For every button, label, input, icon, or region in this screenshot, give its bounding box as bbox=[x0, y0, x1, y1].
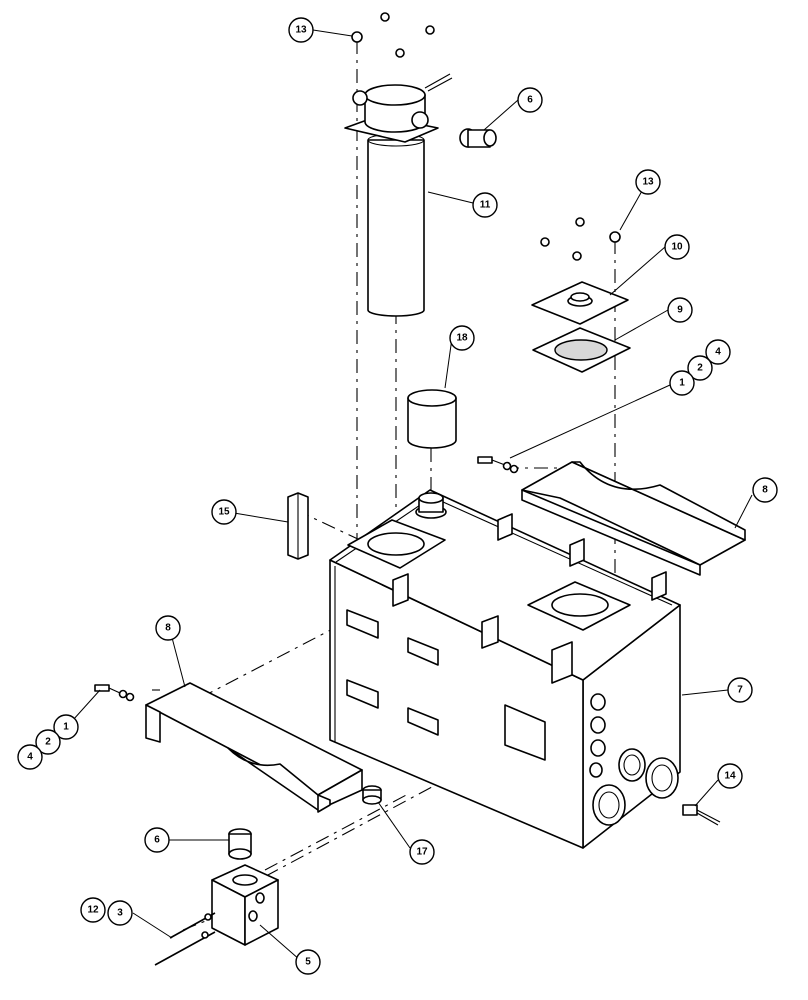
callout-label: 2 bbox=[697, 363, 703, 374]
callout-6-top: 6 bbox=[517, 87, 543, 113]
callout-label: 11 bbox=[480, 200, 491, 211]
callout-label: 1 bbox=[63, 722, 69, 733]
callout-7: 7 bbox=[727, 677, 753, 703]
callout-5: 5 bbox=[295, 949, 321, 975]
callout-17: 17 bbox=[409, 839, 435, 865]
callout-label: 3 bbox=[117, 908, 123, 919]
bolt-washer-set-upper bbox=[477, 456, 519, 474]
callout-18: 18 bbox=[449, 325, 475, 351]
callout-14: 14 bbox=[717, 763, 743, 789]
callout-1-top: 1 bbox=[669, 370, 695, 396]
fitting-lower bbox=[228, 828, 252, 860]
callout-11: 11 bbox=[472, 192, 498, 218]
manifold-bolts bbox=[154, 912, 216, 966]
manifold-block bbox=[211, 864, 279, 946]
callout-2-left: 2 bbox=[35, 729, 61, 755]
callout-label: 8 bbox=[165, 623, 171, 634]
callout-10: 10 bbox=[664, 234, 690, 260]
callout-4-left: 4 bbox=[17, 744, 43, 770]
callout-15: 15 bbox=[211, 499, 237, 525]
drain-plug bbox=[362, 785, 382, 805]
callout-label: 18 bbox=[456, 333, 468, 344]
callout-4-top: 4 bbox=[705, 339, 731, 365]
callout-6-lower: 6 bbox=[144, 827, 170, 853]
callout-label: 8 bbox=[762, 485, 768, 496]
callout-label: 12 bbox=[87, 905, 99, 916]
tank-mounting-tabs bbox=[346, 609, 439, 736]
callout-label: 6 bbox=[154, 835, 160, 846]
callout-label: 14 bbox=[724, 771, 736, 782]
elbow-fitting-top bbox=[459, 128, 497, 148]
cover-nuts bbox=[540, 217, 621, 261]
callout-label: 2 bbox=[45, 737, 51, 748]
callout-12: 12 bbox=[80, 897, 106, 923]
callout-label: 6 bbox=[527, 95, 533, 106]
callout-label: 13 bbox=[642, 177, 654, 188]
callout-2-top: 2 bbox=[687, 355, 713, 381]
temperature-sensor bbox=[682, 804, 721, 826]
reservoir-tank bbox=[329, 489, 681, 849]
callout-13-right: 13 bbox=[635, 169, 661, 195]
callout-3: 3 bbox=[107, 900, 133, 926]
callout-label: 15 bbox=[218, 507, 230, 518]
callout-label: 4 bbox=[27, 752, 33, 763]
callout-label: 1 bbox=[679, 378, 685, 389]
mounting-bracket-upper bbox=[521, 461, 746, 576]
callout-label: 4 bbox=[715, 347, 721, 358]
mounting-bracket-lower bbox=[145, 682, 363, 813]
bolt-washer-set-lower bbox=[94, 684, 135, 702]
callout-label: 13 bbox=[295, 25, 307, 36]
callout-8-left: 8 bbox=[155, 615, 181, 641]
callout-label: 7 bbox=[737, 685, 743, 696]
callout-9: 9 bbox=[667, 297, 693, 323]
callout-13-top: 13 bbox=[288, 17, 314, 43]
suction-strainer bbox=[407, 389, 457, 449]
callout-1-left: 1 bbox=[53, 714, 79, 740]
callout-8-right: 8 bbox=[752, 477, 778, 503]
callout-label: 10 bbox=[671, 242, 683, 253]
tank-side-ports bbox=[589, 693, 679, 826]
callout-label: 5 bbox=[305, 957, 311, 968]
return-filter bbox=[344, 73, 453, 317]
cover-plate bbox=[531, 281, 629, 325]
callout-label: 17 bbox=[416, 847, 428, 858]
callout-label: 9 bbox=[677, 305, 683, 316]
gasket bbox=[532, 327, 631, 373]
spacer-block bbox=[287, 492, 309, 560]
filter-nuts bbox=[351, 12, 435, 58]
